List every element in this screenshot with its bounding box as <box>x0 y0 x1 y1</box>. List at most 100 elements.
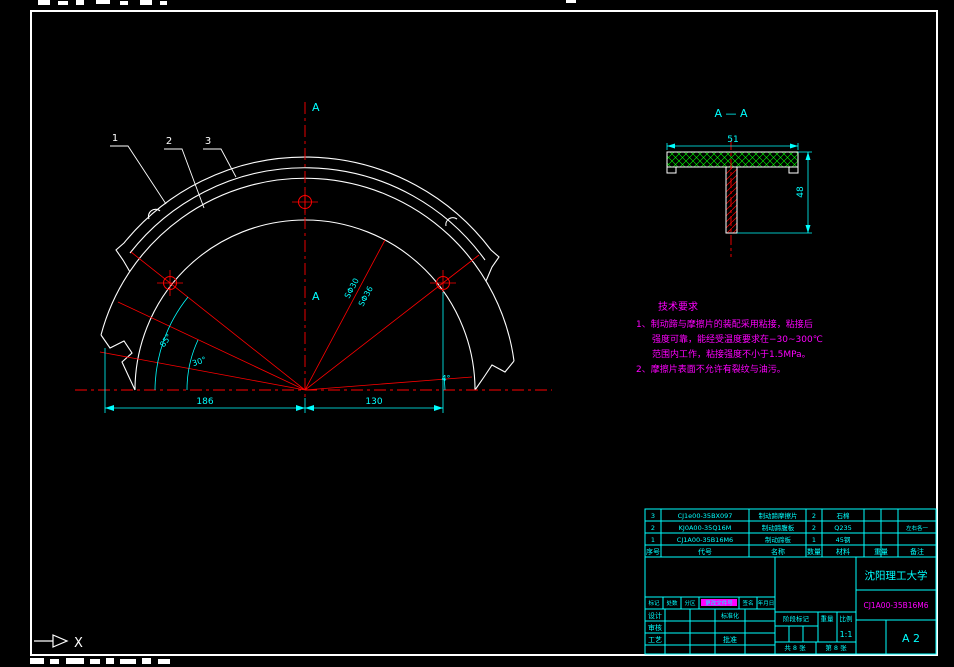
label-approve: 批准 <box>723 635 737 644</box>
section-title[interactable]: A — A <box>714 107 748 120</box>
section-flange[interactable] <box>666 151 799 168</box>
label-stage: 阶段标记 <box>783 614 810 623</box>
parts-row-3: 3 CJ1e00-35BX097 制动蹄摩擦片 2 石棉 <box>651 511 850 520</box>
cell-code[interactable]: KJ0A00-35Q16M <box>679 524 732 532</box>
ui-fragments-bottom <box>30 658 170 664</box>
section-dim-lines[interactable] <box>666 143 812 234</box>
cell-qty[interactable]: 1 <box>812 536 816 544</box>
ui-fragment <box>30 658 44 664</box>
header-seq: 序号 <box>646 547 660 556</box>
header-weight: 重量 <box>874 548 888 556</box>
ui-fragments-top <box>38 0 576 5</box>
dim-186[interactable]: 186 <box>196 397 213 407</box>
ui-fragment <box>120 659 136 664</box>
cell-material[interactable]: 45钢 <box>836 536 851 544</box>
section-dim-51[interactable]: 51 <box>727 135 738 145</box>
cell-qty[interactable]: 2 <box>812 524 816 532</box>
title-block: 标记 处数 分区 更改文件号 签名 年月日 设计 审核 工艺 标准化 批准 阶段… <box>645 557 936 654</box>
cell-code[interactable]: CJ1A00-35B16M6 <box>677 536 733 544</box>
angle-arcs[interactable] <box>154 296 446 391</box>
signature-scribble <box>701 599 737 606</box>
centerlines[interactable] <box>75 102 552 398</box>
label-date: 年月日 <box>758 599 775 607</box>
brake-shoe-view: 1 2 3 A A 186 130 85° 30° 4° SΦ30 SΦ36 <box>75 101 552 413</box>
ui-fragment <box>76 0 84 5</box>
drawing-number: CJ1A00-35B16M6 <box>863 601 928 610</box>
header-qty: 数量 <box>807 547 821 556</box>
sheet-number: 第 8 张 <box>825 643 847 652</box>
header-name: 名称 <box>771 547 785 556</box>
callout-3[interactable]: 3 <box>205 136 211 147</box>
tech-requirements: 技术要求 1、制动蹄与摩擦片的装配采用粘接，粘接后 强度可靠，能经受温度要求在−… <box>636 300 823 375</box>
tech-line-3[interactable]: 范围内工作，粘接强度不小于1.5MPa。 <box>652 348 811 360</box>
parts-row-1: 1 CJ1A00-35B16M6 制动蹄板 1 45钢 <box>651 535 851 544</box>
header-code: 代号 <box>698 547 712 556</box>
cell-qty[interactable]: 2 <box>812 512 816 520</box>
radial-dim-a[interactable]: SΦ30 <box>343 277 361 300</box>
callout-leaders[interactable] <box>110 145 237 209</box>
angle-4[interactable]: 4° <box>441 374 450 383</box>
angle-85[interactable]: 85° <box>158 332 174 349</box>
ui-fragment <box>566 0 576 3</box>
ui-fragment <box>50 659 59 664</box>
tech-line-4[interactable]: 2、摩擦片表面不允许有裂纹与油污。 <box>636 363 786 375</box>
cell-name[interactable]: 制动蹄腹板 <box>762 523 795 532</box>
ui-fragment <box>120 1 128 5</box>
rivet-holes <box>157 189 456 296</box>
dim-lines[interactable] <box>104 292 444 413</box>
label-mark: 标记 <box>648 599 660 607</box>
label-sign: 签名 <box>742 599 753 607</box>
hole-crosshairs[interactable] <box>157 189 456 296</box>
cell-name[interactable]: 制动蹄摩擦片 <box>759 511 798 520</box>
header-remark: 备注 <box>910 547 924 556</box>
axis-indicator: X <box>34 634 83 651</box>
label-count: 处数 <box>666 599 678 607</box>
ui-fragment <box>106 658 114 664</box>
callout-2[interactable]: 2 <box>166 136 172 147</box>
cell-remark[interactable]: 左右各一 <box>906 524 929 532</box>
label-standard: 标准化 <box>721 612 739 620</box>
shoe-outline[interactable] <box>100 156 515 391</box>
section-lip-right[interactable] <box>788 166 799 174</box>
sheet-total: 共 8 张 <box>784 643 806 652</box>
ui-fragment <box>38 0 50 5</box>
label-process: 工艺 <box>648 636 662 644</box>
callout-1[interactable]: 1 <box>112 133 118 144</box>
ui-fragment <box>142 658 151 664</box>
title-block-grid[interactable] <box>645 557 936 654</box>
radial-lines[interactable] <box>99 239 480 391</box>
label-weight: 重量 <box>821 615 835 623</box>
tech-line-1[interactable]: 1、制动蹄与摩擦片的装配采用粘接，粘接后 <box>636 318 813 330</box>
cell-name[interactable]: 制动蹄板 <box>765 535 792 544</box>
ui-fragment <box>58 1 68 5</box>
parts-row-2: 2 KJ0A00-35Q16M 制动蹄腹板 2 Q235 左右各一 <box>651 523 929 532</box>
ui-fragment <box>66 658 84 664</box>
cell-material[interactable]: 石棉 <box>837 511 851 520</box>
section-marker-mid[interactable]: A <box>312 290 320 303</box>
tech-title[interactable]: 技术要求 <box>658 300 698 313</box>
cell-seq[interactable]: 3 <box>651 512 655 520</box>
sheet-border[interactable] <box>30 10 938 656</box>
section-view: A — A 51 48 <box>666 107 812 257</box>
ui-fragment <box>160 1 167 5</box>
cell-material[interactable]: Q235 <box>834 524 852 532</box>
section-web[interactable] <box>725 166 738 234</box>
cell-seq[interactable]: 1 <box>651 536 655 544</box>
school-name: 沈阳理工大学 <box>865 569 928 582</box>
section-lip-left[interactable] <box>666 166 677 174</box>
section-marker-top[interactable]: A <box>312 101 320 114</box>
label-change-file: 更改文件号 <box>705 599 733 607</box>
section-dim-48[interactable]: 48 <box>796 186 806 198</box>
ui-fragment <box>96 0 110 4</box>
paper-size: A 2 <box>902 632 920 645</box>
cell-code[interactable]: CJ1e00-35BX097 <box>678 512 733 520</box>
dim-130[interactable]: 130 <box>365 397 382 407</box>
parts-grid[interactable] <box>644 508 937 655</box>
ui-fragment <box>90 659 100 664</box>
ui-fragment <box>158 659 170 664</box>
label-design: 设计 <box>648 611 662 620</box>
angle-30[interactable]: 30° <box>191 355 207 368</box>
cell-seq[interactable]: 2 <box>651 524 655 532</box>
tech-line-2[interactable]: 强度可靠，能经受温度要求在−30~300℃ <box>652 333 823 345</box>
